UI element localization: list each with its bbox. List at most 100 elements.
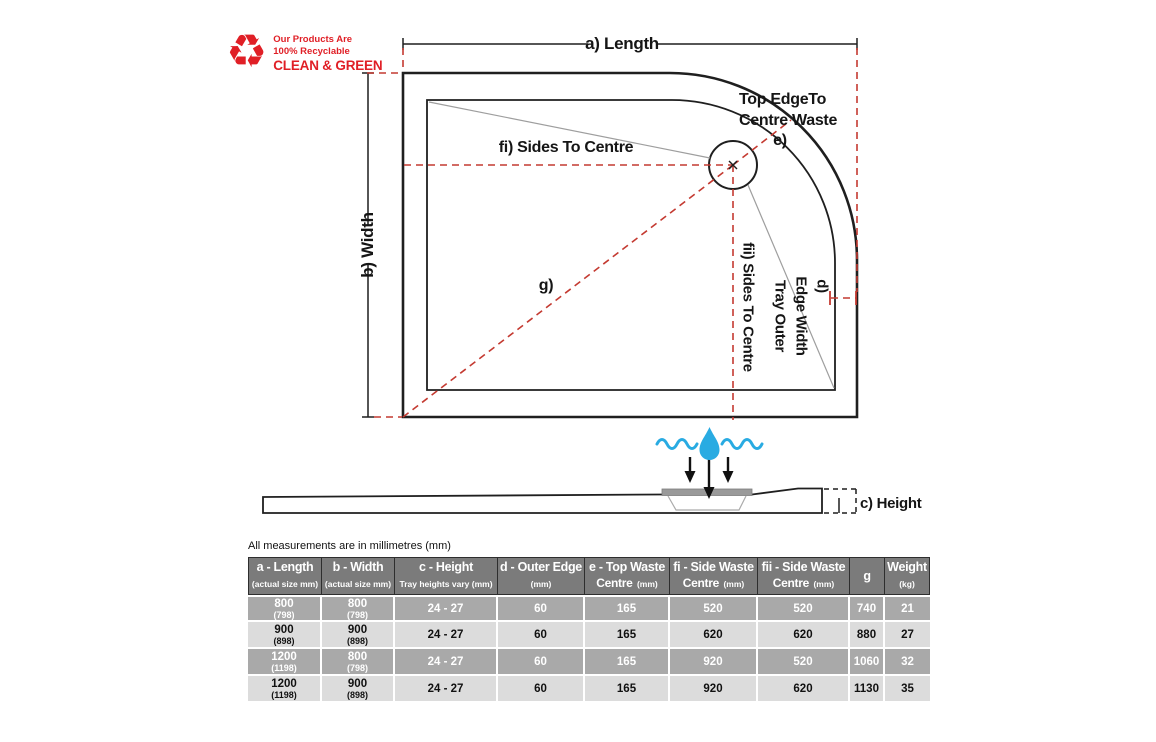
length-label: a) Length (585, 34, 659, 53)
edge-width-label: Edge Width (792, 276, 810, 356)
cell-subvalue: (798) (273, 609, 295, 620)
cell-value: 60 (534, 628, 547, 641)
col-header-fii: fii - Side Waste Centre (mm) (758, 557, 850, 595)
cell-value: 60 (534, 655, 547, 668)
col-header-d: d - Outer Edge (mm) (498, 557, 585, 595)
table-cell: 920 (670, 676, 758, 703)
cell-value: 165 (616, 628, 637, 641)
length-dimension-line (402, 38, 858, 50)
table-cell: 32 (885, 649, 930, 676)
cell-value: 24 - 27 (427, 655, 464, 668)
table-cell: 1130 (850, 676, 885, 703)
table-row: 1200(1198) 900(898) 24 - 27 60 165 920 620 1130… (248, 676, 930, 703)
table-cell: 880 (850, 622, 885, 649)
cell-subvalue: (898) (346, 635, 368, 646)
cell-value: 900 (347, 677, 368, 690)
table-cell: 800(798) (322, 595, 395, 622)
table-cell: 1200(1198) (248, 676, 322, 703)
col-header-g: g (850, 557, 885, 595)
slope-lines (428, 101, 835, 389)
tray-outer-label: Tray Outer (771, 279, 789, 353)
cell-value: 880 (856, 628, 877, 641)
table-header-row: a - Length (actual size mm) b - Width (a… (248, 557, 930, 595)
table-cell: 27 (885, 622, 930, 649)
cell-value: 27 (901, 628, 914, 641)
table-cell: 24 - 27 (395, 676, 498, 703)
cell-value: 920 (703, 682, 723, 695)
table-cell: 900(898) (248, 622, 322, 649)
width-label: b) Width (358, 212, 377, 278)
table-cell: 920 (670, 649, 758, 676)
table-cell: 24 - 27 (395, 595, 498, 622)
dimensions-table: a - Length (actual size mm) b - Width (a… (248, 557, 930, 703)
waste-centre-mark (728, 160, 738, 170)
sides-to-centre-fii-label: fii) Sides To Centre (739, 242, 757, 372)
water-wave-icon (655, 438, 764, 450)
cell-value: 800 (347, 650, 368, 663)
cell-value: 620 (793, 682, 813, 695)
table-cell: 1200(1198) (248, 649, 322, 676)
cell-value: 60 (534, 682, 547, 695)
col-header-b: b - Width (actual size mm) (322, 557, 395, 595)
table-cell: 620 (670, 622, 758, 649)
cell-value: 620 (703, 628, 723, 641)
top-edge-label-line2: Centre Waste (739, 112, 838, 129)
cell-value: 800 (274, 597, 294, 610)
table-cell: 620 (758, 676, 850, 703)
recycle-icon: ♻ (226, 25, 268, 77)
col-header-weight: Weight (kg) (885, 557, 930, 595)
cell-value: 165 (616, 682, 637, 695)
table-cell: 165 (585, 649, 670, 676)
table-cell: 165 (585, 595, 670, 622)
logo-line-3: CLEAN & GREEN (273, 58, 383, 73)
table-cell: 800(798) (248, 595, 322, 622)
cell-value: 35 (901, 682, 914, 695)
cell-value: 1130 (854, 682, 879, 695)
cell-value: 800 (347, 597, 368, 610)
table-cell: 165 (585, 622, 670, 649)
cell-value: 520 (793, 602, 813, 615)
g-label: g) (538, 277, 554, 294)
sides-to-centre-fi-label: fi) Sides To Centre (498, 139, 634, 156)
cell-subvalue: (898) (346, 689, 368, 700)
cell-value: 740 (856, 602, 877, 615)
table-cell: 60 (498, 622, 585, 649)
table-cell: 620 (758, 622, 850, 649)
recyclable-logo-text: Our Products Are 100% Recyclable CLEAN &… (273, 28, 382, 74)
top-edge-label-line1: Top EdgeTo (739, 91, 827, 108)
outer-edge-measure-ticks (829, 291, 857, 305)
cell-subvalue: (1198) (271, 662, 297, 673)
cell-value: 60 (534, 602, 547, 615)
cell-value: 32 (901, 655, 914, 668)
cell-subvalue: (798) (346, 662, 368, 673)
cell-value: 24 - 27 (427, 682, 464, 695)
table-cell: 740 (850, 595, 885, 622)
cell-value: 520 (703, 602, 723, 615)
table-cell: 1060 (850, 649, 885, 676)
water-drop-icon (699, 427, 720, 460)
height-measure-dashes (824, 488, 857, 514)
cell-subvalue: (898) (273, 635, 295, 646)
waste-trap-lines (667, 495, 747, 511)
cell-value: 520 (793, 655, 813, 668)
cell-value: 1200 (271, 650, 297, 663)
cell-value: 24 - 27 (427, 602, 464, 615)
col-header-c: c - Height Tray heights vary (mm) (395, 557, 498, 595)
table-cell: 21 (885, 595, 930, 622)
table-cell: 60 (498, 649, 585, 676)
cell-value: 900 (347, 623, 368, 636)
table-cell: 24 - 27 (395, 622, 498, 649)
table-cell: 24 - 27 (395, 649, 498, 676)
cell-value: 1060 (853, 655, 880, 668)
table-cell: 800(798) (322, 649, 395, 676)
tray-inner-outline (426, 99, 836, 391)
logo-line-1: Our Products Are (273, 34, 353, 45)
red-dashed-measurements (367, 48, 858, 420)
cell-value: 1200 (271, 677, 297, 690)
table-cell: 520 (670, 595, 758, 622)
